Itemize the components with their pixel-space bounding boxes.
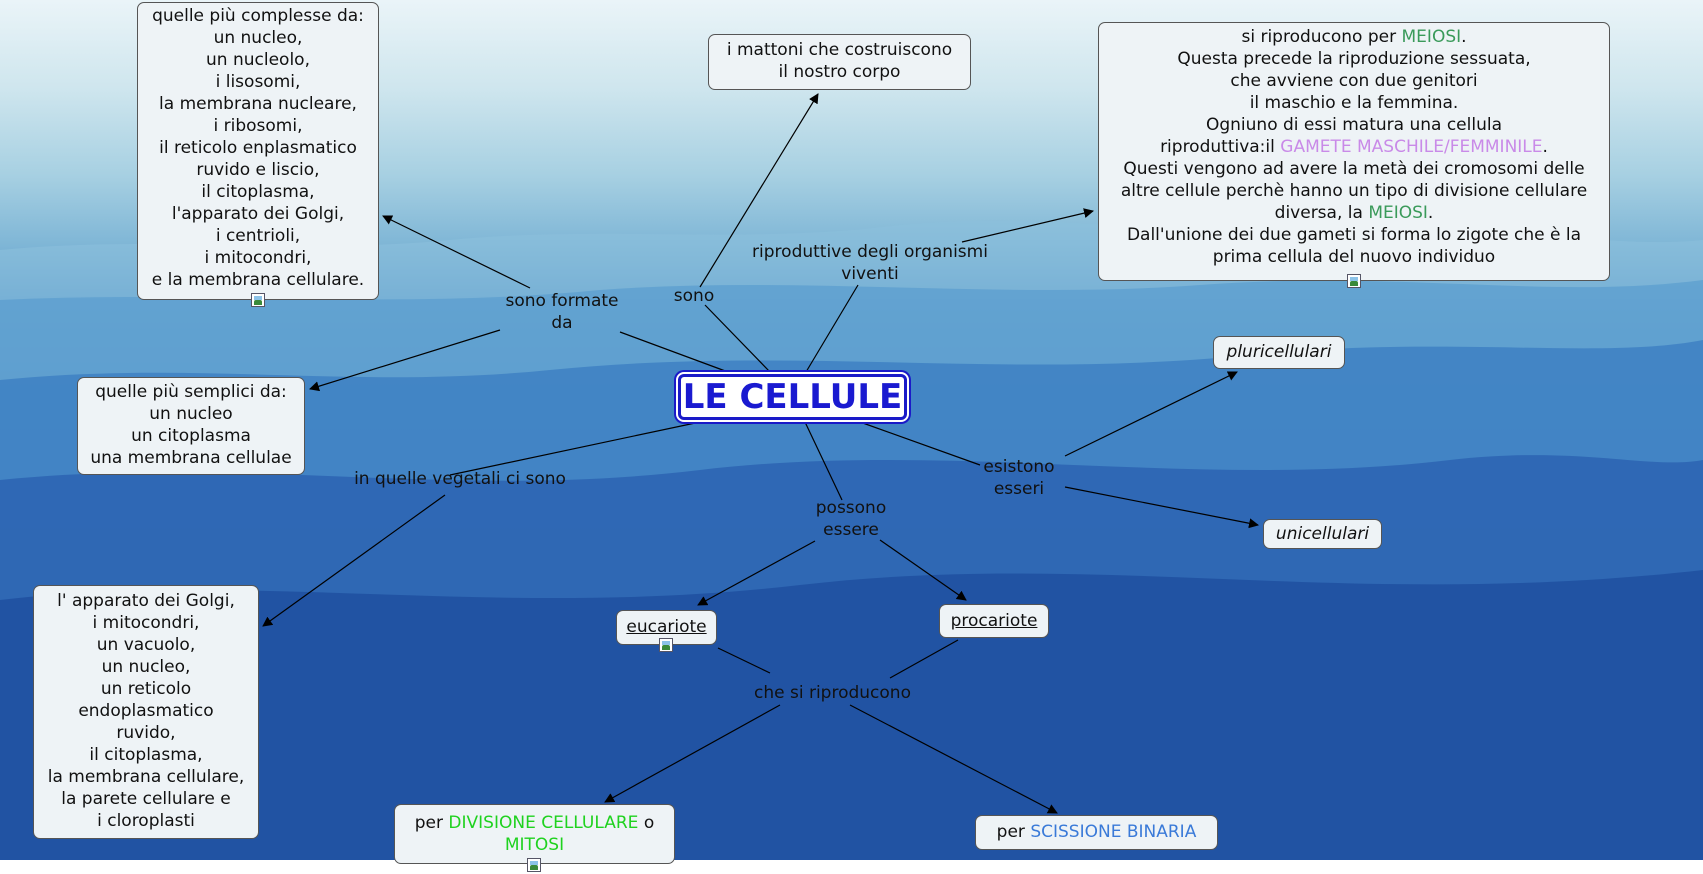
label-line: esistono bbox=[983, 457, 1055, 477]
link-label-are: sono bbox=[668, 285, 720, 307]
complex-cells-node[interactable]: quelle più complesse da: un nucleo, un n… bbox=[137, 2, 379, 300]
node-line: l' apparato dei Golgi, bbox=[57, 591, 235, 611]
cell-division-node[interactable]: per DIVISIONE CELLULARE o MITOSI bbox=[394, 804, 675, 864]
node-line: e la membrana cellulare. bbox=[151, 270, 365, 290]
text: si riproducono per bbox=[1241, 27, 1402, 47]
division-highlight: DIVISIONE CELLULARE bbox=[448, 813, 639, 833]
text: per bbox=[414, 813, 449, 833]
main-concept-title[interactable]: LE CELLULE bbox=[678, 374, 907, 420]
node-line: una membrana cellulae bbox=[90, 448, 292, 468]
node-line: Questi vengono ad avere la metà dei crom… bbox=[1123, 159, 1585, 179]
node-line: un nucleolo, bbox=[206, 50, 310, 70]
node-line: la membrana nucleare, bbox=[159, 94, 357, 114]
image-attachment-icon[interactable] bbox=[1347, 274, 1361, 288]
node-line: per DIVISIONE CELLULARE o bbox=[401, 812, 668, 834]
label-line: sono bbox=[673, 286, 715, 306]
node-line: ruvido e liscio, bbox=[196, 160, 320, 180]
text: . bbox=[1542, 137, 1548, 157]
node-line: i centrioli, bbox=[215, 226, 301, 246]
text: per bbox=[996, 822, 1031, 842]
label-line: possono bbox=[815, 498, 887, 518]
node-line: un nucleo, bbox=[213, 28, 303, 48]
binary-fission-node[interactable]: per SCISSIONE BINARIA bbox=[975, 815, 1218, 850]
node-line: l'apparato dei Golgi, bbox=[171, 204, 345, 224]
plant-cells-node[interactable]: l' apparato dei Golgi, i mitocondri, un … bbox=[33, 585, 259, 839]
node-line: diversa, la MEIOSI. bbox=[1105, 202, 1603, 224]
node-label: procariote bbox=[950, 611, 1038, 631]
node-line: i mitocondri, bbox=[204, 248, 312, 268]
link-label-reproductive: riproduttive degli organismi viventi bbox=[742, 241, 998, 285]
text: . bbox=[1461, 27, 1467, 47]
text: o bbox=[638, 813, 655, 833]
fission-highlight: SCISSIONE BINARIA bbox=[1030, 822, 1197, 842]
label-line: riproduttive degli organismi bbox=[752, 242, 988, 262]
node-line: un citoplasma bbox=[131, 426, 251, 446]
simple-cells-node[interactable]: quelle più semplici da: un nucleo un cit… bbox=[77, 377, 305, 475]
meiosis-highlight: MEIOSI bbox=[1368, 203, 1428, 223]
node-line: la membrana cellulare, bbox=[47, 767, 245, 787]
node-label: eucariote bbox=[626, 617, 707, 637]
label-line: che si riproducono bbox=[754, 683, 911, 703]
node-line: endoplasmatico bbox=[78, 701, 214, 721]
label-line: viventi bbox=[841, 264, 899, 284]
node-line: il reticolo enplasmatico bbox=[159, 138, 357, 158]
node-line: un nucleo bbox=[149, 404, 233, 424]
link-label-in-plants: in quelle vegetali ci sono bbox=[345, 468, 575, 490]
building-blocks-node[interactable]: i mattoni che costruiscono il nostro cor… bbox=[708, 34, 971, 90]
image-attachment-icon[interactable] bbox=[527, 858, 541, 872]
node-line: quelle più semplici da: bbox=[95, 382, 287, 402]
node-line: un nucleo, bbox=[101, 657, 191, 677]
image-attachment-icon[interactable] bbox=[659, 638, 673, 652]
link-label-can-be: possono essere bbox=[810, 497, 892, 541]
node-line: Ogniuno di essi matura una cellula bbox=[1205, 115, 1502, 135]
node-line: il citoplasma, bbox=[201, 182, 315, 202]
label-line: esseri bbox=[993, 479, 1045, 499]
multicellular-node[interactable]: pluricellulari bbox=[1213, 336, 1345, 369]
node-line: prima cellula del nuovo individuo bbox=[1212, 247, 1496, 267]
node-line: che avviene con due genitori bbox=[1230, 71, 1478, 91]
image-attachment-icon[interactable] bbox=[251, 293, 265, 307]
mitosis-highlight: MITOSI bbox=[504, 835, 565, 855]
node-line: i lisosomi, bbox=[215, 72, 301, 92]
meiosis-node[interactable]: si riproducono per MEIOSI. Questa preced… bbox=[1098, 22, 1610, 281]
unicellular-node[interactable]: unicellulari bbox=[1263, 519, 1382, 549]
node-line: il maschio e la femmina. bbox=[1249, 93, 1459, 113]
node-line: un vacuolo, bbox=[96, 635, 196, 655]
label-line: da bbox=[551, 313, 573, 333]
node-label: unicellulari bbox=[1275, 524, 1370, 544]
text: diversa, la bbox=[1274, 203, 1369, 223]
node-line: il citoplasma, bbox=[89, 745, 203, 765]
meiosis-highlight: MEIOSI bbox=[1401, 27, 1462, 47]
prokaryote-node[interactable]: procariote bbox=[939, 604, 1049, 638]
text: riproduttiva:il bbox=[1160, 137, 1281, 157]
node-line: si riproducono per MEIOSI. bbox=[1105, 26, 1603, 48]
node-line: i mattoni che costruiscono bbox=[726, 40, 953, 60]
gamete-highlight: GAMETE MASCHILE/FEMMINILE bbox=[1280, 137, 1543, 157]
link-label-exist: esistono esseri bbox=[977, 456, 1061, 500]
label-line: in quelle vegetali ci sono bbox=[354, 469, 566, 489]
node-label: pluricellulari bbox=[1226, 342, 1332, 362]
label-line: sono formate bbox=[505, 291, 619, 311]
node-line: un reticolo bbox=[100, 679, 192, 699]
node-line: ruvido, bbox=[116, 723, 176, 743]
text: . bbox=[1427, 203, 1434, 223]
link-label-reproduce: che si riproducono bbox=[745, 682, 920, 704]
node-line: il nostro corpo bbox=[778, 62, 901, 82]
node-line: Dall'unione dei due gameti si forma lo z… bbox=[1126, 225, 1582, 245]
link-label-formed-by: sono formate da bbox=[497, 290, 627, 334]
node-line: i mitocondri, bbox=[92, 613, 200, 633]
node-line: riproduttiva:il GAMETE MASCHILE/FEMMINIL… bbox=[1105, 136, 1603, 158]
node-line: Questa precede la riproduzione sessuata, bbox=[1177, 49, 1531, 69]
label-line: essere bbox=[823, 520, 879, 540]
node-line: i cloroplasti bbox=[97, 811, 195, 831]
node-line: quelle più complesse da: bbox=[152, 6, 364, 26]
node-line: altre cellule perchè hanno un tipo di di… bbox=[1120, 181, 1588, 201]
node-line: la parete cellulare e bbox=[61, 789, 231, 809]
node-line: i ribosomi, bbox=[213, 116, 303, 136]
